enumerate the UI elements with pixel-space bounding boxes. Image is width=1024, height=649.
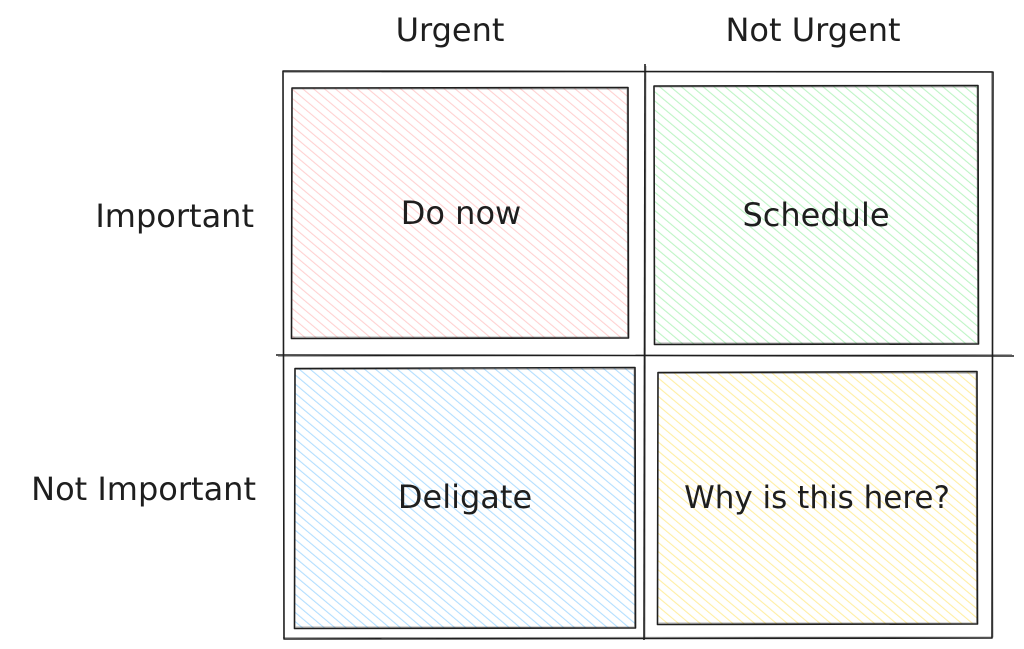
quadrant-schedule-label: Schedule <box>742 196 889 234</box>
quadrant-eliminate-border <box>656 370 979 626</box>
vertical-divider <box>643 63 646 641</box>
column-header-urgent: Urgent <box>396 11 505 49</box>
quadrant-schedule-border <box>653 84 980 346</box>
row-header-important: Important <box>95 197 254 235</box>
quadrant-eliminate-label: Why is this here? <box>684 480 950 516</box>
row-header-not-important: Not Important <box>31 470 256 508</box>
vertical-divider-echo <box>644 65 647 639</box>
quadrant-delegate: Deligate <box>293 366 637 630</box>
quadrant-do-now: Do now <box>290 86 630 340</box>
quadrant-delegate-label: Deligate <box>398 478 532 516</box>
horizontal-divider-echo <box>277 354 1013 357</box>
quadrant-do-now-label: Do now <box>401 194 521 232</box>
quadrant-do-now-border <box>290 86 630 340</box>
quadrant-eliminate: Why is this here? <box>656 370 979 626</box>
quadrant-delegate-border <box>293 366 637 630</box>
quadrant-schedule: Schedule <box>653 84 980 346</box>
column-header-not-urgent: Not Urgent <box>725 11 900 49</box>
